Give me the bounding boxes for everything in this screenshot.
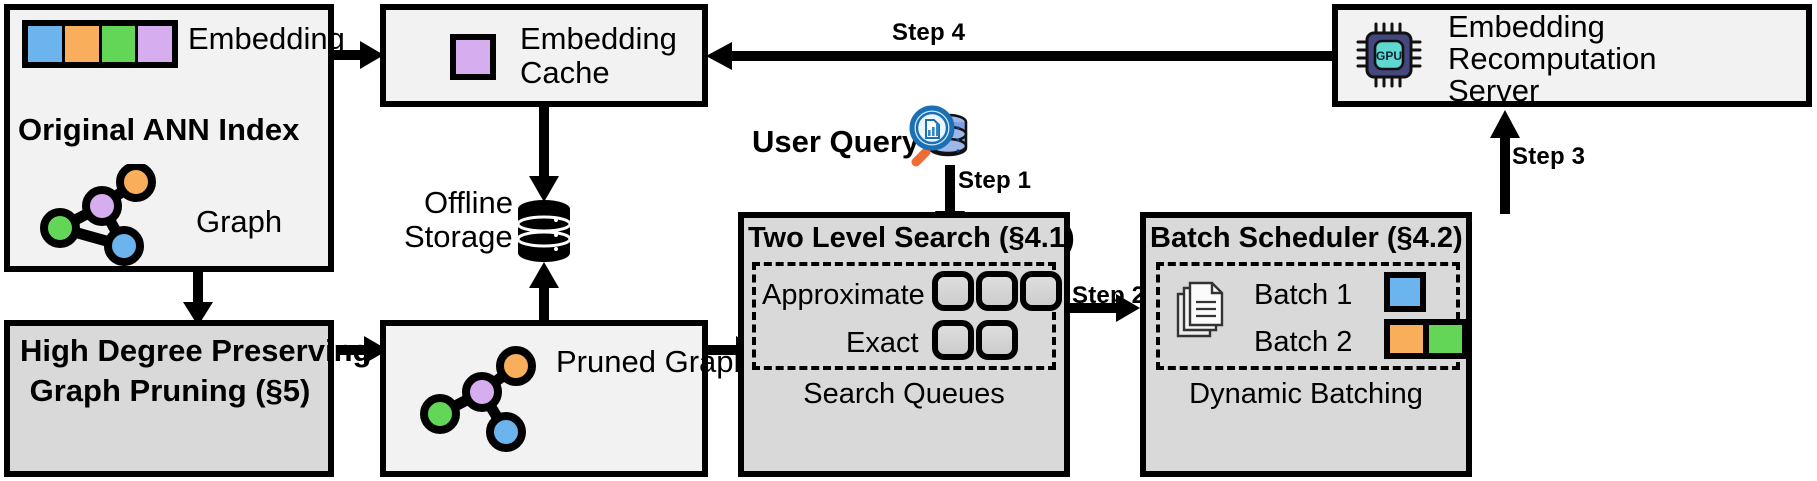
graph-pruning-box	[4, 320, 334, 477]
embedding-cache-line1: Embedding	[520, 21, 677, 56]
dynamic-batching-panel	[1156, 262, 1460, 370]
arrow-pruning-to-pruned-graph	[336, 336, 388, 364]
batch-scheduler-title: Batch Scheduler (§4.2)	[1150, 222, 1463, 254]
pruned-graph-icon	[420, 346, 536, 452]
two-level-search-title: Two Level Search (§4.1)	[748, 222, 1075, 254]
offline-storage-line1: Offline	[424, 185, 514, 220]
svg-text:GPU: GPU	[1376, 49, 1402, 63]
recompute-server-line3: Server	[1448, 73, 1540, 108]
search-database-icon	[909, 105, 968, 167]
embedding-swatch-strip	[22, 20, 178, 68]
recompute-server-line2: Recomputation	[1448, 41, 1657, 76]
dynamic-batching-footer: Dynamic Batching	[1189, 378, 1423, 410]
embedding-swatch-orange	[64, 26, 102, 62]
arrow-index-to-cache	[332, 41, 384, 69]
step1-label: Step 1	[958, 167, 1032, 194]
embedding-label: Embedding	[188, 21, 345, 56]
batch-2-swatch-green	[1426, 319, 1468, 359]
step2-label: Step 2	[1072, 282, 1146, 309]
step3-label: Step 3	[1512, 143, 1586, 170]
approximate-label: Approximate	[762, 279, 925, 311]
graph-label: Graph	[196, 204, 283, 239]
approximate-slot-1	[932, 271, 974, 311]
batch-2-label: Batch 2	[1254, 326, 1353, 358]
approximate-slot-3	[1020, 271, 1062, 311]
embedding-swatch-purple	[138, 26, 172, 62]
graph-pruning-line1: High Degree Preserving	[20, 333, 372, 368]
original-graph-icon	[40, 164, 156, 266]
arrow-index-to-pruning	[183, 270, 213, 326]
exact-slot-2	[976, 320, 1018, 360]
user-query-label: User Query	[752, 124, 920, 159]
batch-2-swatch-orange	[1384, 319, 1426, 359]
embedding-cache-line2: Cache	[520, 55, 610, 90]
approximate-slot-2	[976, 271, 1018, 311]
search-queues-footer: Search Queues	[803, 378, 1005, 410]
arrow-pruned-graph-to-storage	[529, 262, 559, 322]
database-cylinder-icon	[516, 200, 572, 262]
batch-1-swatch-blue	[1384, 272, 1426, 312]
step4-label: Step 4	[892, 19, 966, 46]
embedding-swatch-blue	[28, 26, 65, 62]
arrow-cache-to-storage	[529, 106, 559, 202]
exact-label: Exact	[846, 327, 919, 359]
original-ann-index-title: Original ANN Index	[18, 112, 300, 147]
embedding-cache-box	[380, 4, 708, 107]
recompute-server-line1: Embedding	[1448, 9, 1605, 44]
gpu-chip-icon: GPU	[1356, 22, 1422, 88]
documents-stack-icon	[1176, 281, 1224, 338]
graph-pruning-line2: Graph Pruning (§5)	[29, 373, 311, 408]
offline-storage-line2: Storage	[404, 219, 513, 254]
embedding-swatch-green	[101, 26, 139, 62]
arrow-step3-scheduler-to-server	[1490, 110, 1520, 214]
arrow-step4-server-to-cache	[706, 42, 1334, 70]
batch-1-label: Batch 1	[1254, 279, 1353, 311]
arrow-step2-search-to-scheduler	[1070, 294, 1140, 322]
exact-slot-1	[932, 320, 974, 360]
embedding-cache-swatch-icon	[450, 34, 496, 80]
search-queues-panel	[752, 262, 1056, 370]
